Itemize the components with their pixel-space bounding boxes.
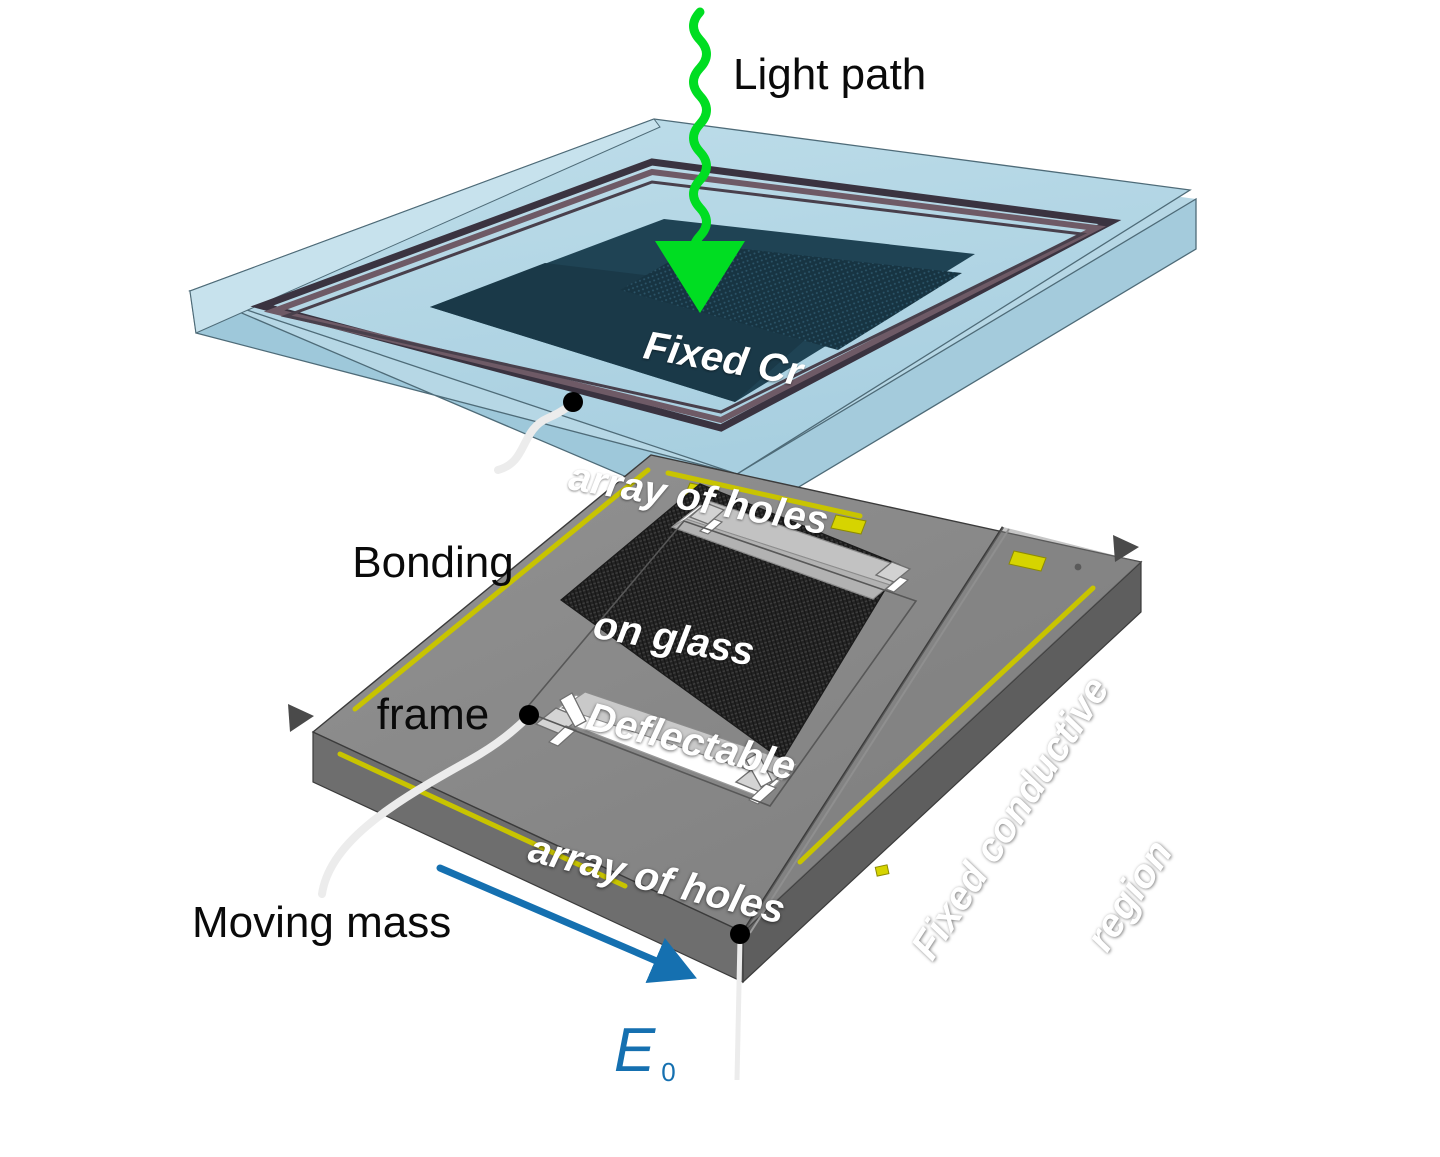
light-path-ray xyxy=(655,7,745,313)
flexure-ur-arm xyxy=(884,576,910,593)
flexure-ur-body xyxy=(874,561,912,583)
chip-seam-highlight xyxy=(749,528,1010,934)
fixed-region-wire xyxy=(734,935,743,1080)
fixed-cr-line-2: array of holes xyxy=(565,454,832,544)
chip-seam-line xyxy=(741,526,1005,933)
trace-top-right xyxy=(665,470,863,519)
light-path-wave xyxy=(655,7,745,313)
spring-flexure-lower-right xyxy=(734,752,782,805)
trace-top-left xyxy=(352,467,651,712)
bond-ring-outer xyxy=(250,158,1122,432)
flexure-ul-body xyxy=(688,502,726,525)
bond-pad-3 xyxy=(1008,550,1047,572)
deflectable-line-1: Deflectable xyxy=(582,695,801,790)
bonding-frame-label: Bonding frame xyxy=(338,437,528,842)
light-path-label: Light path xyxy=(733,50,927,99)
bond-pad-2 xyxy=(830,514,867,535)
flexure-ul-arm xyxy=(698,518,724,535)
moving-mass-label: Moving mass xyxy=(192,898,452,947)
flexure-lr-arm xyxy=(747,783,778,805)
spring-flexure-upper-left xyxy=(688,502,726,535)
flexure-lr-hook xyxy=(745,752,773,788)
released-area-outline xyxy=(523,520,918,807)
moving-mass-anchor-dot xyxy=(519,705,539,725)
leader-lines xyxy=(318,392,750,1080)
figure-canvas: Light path Fixed Cr array of holes on gl… xyxy=(188,7,1197,1087)
e0-subscript: 0 xyxy=(661,1057,676,1087)
fixed-cr-line-1: Fixed Cr xyxy=(640,323,806,395)
flexure-ll-arm xyxy=(547,725,578,747)
spring-flexure-upper-right xyxy=(874,561,912,593)
trench-upper-wall xyxy=(670,518,892,600)
bonding-frame-line-2: frame xyxy=(376,689,490,739)
schematic-svg xyxy=(188,7,1197,1080)
trace-right-edge-lower xyxy=(797,813,851,865)
corner-marker-right-icon xyxy=(1113,535,1139,562)
bond-ring-mid xyxy=(263,168,1107,424)
corner-marker-left-icon xyxy=(288,704,314,732)
mems-chip xyxy=(311,454,1143,984)
bonding-frame-ring xyxy=(250,158,1122,432)
spring-flexure-lower-left xyxy=(534,692,587,747)
fixed-region-anchor-dot xyxy=(730,924,750,944)
bonding-frame-anchor-dot xyxy=(563,392,583,412)
deflectable-line-2: array of holes xyxy=(524,826,790,933)
trace-left-lower xyxy=(337,751,628,889)
e0-field-arrow xyxy=(436,864,697,983)
glass-top-bevel xyxy=(189,118,661,334)
e0-arrow-line xyxy=(436,864,697,983)
e0-symbol: E xyxy=(613,1016,656,1085)
corner-markers xyxy=(288,535,1139,732)
trace-right-edge xyxy=(845,585,1096,819)
bond-pad-4 xyxy=(874,864,890,877)
metal-traces xyxy=(337,467,1096,889)
flexure-ll-hook xyxy=(559,692,587,728)
trench-lower-shelf xyxy=(560,691,798,782)
alignment-dot-1 xyxy=(1074,563,1082,571)
bonding-frame-line-1: Bonding xyxy=(352,538,514,588)
bond-ring-inner xyxy=(280,180,1088,414)
moving-mass-leader xyxy=(318,714,531,898)
